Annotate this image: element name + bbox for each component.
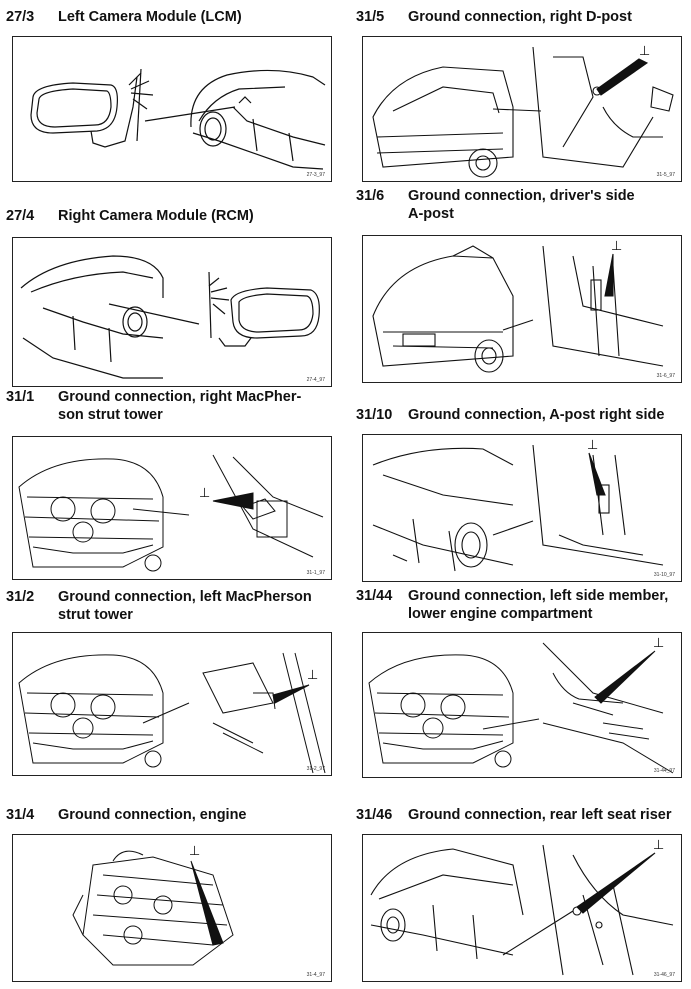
figure-code: 27-4_97 [306, 377, 325, 383]
svg-text:⊥: ⊥ [611, 239, 622, 254]
entry-title: Ground connection, engine [58, 807, 247, 823]
figure-code: 31-44_97 [653, 768, 675, 774]
entry-title-line-1: Ground connection, driver's side [408, 188, 635, 204]
figure-code: 31-5_97 [656, 172, 675, 178]
entry-title: Right Camera Module (RCM) [58, 208, 254, 224]
car-front-illustration: ⊥ [372, 239, 664, 373]
entry-title-line-1: Ground connection, left side member, [408, 588, 669, 604]
entry-27-4: 27/4 Right Camera Module (RCM) 27-4_97 [6, 207, 336, 387]
entry-title-line-1: Ground connection, right MacPher- [58, 389, 302, 405]
figure-right-d-post-ground: ⊥ 31-5_97 [362, 36, 682, 182]
entry-title-line-2: son strut tower [58, 407, 163, 423]
entry-code: 31/5 [356, 9, 385, 25]
entry-31-44: 31/44 Ground connection, left side membe… [356, 587, 688, 787]
entry-title: Left Camera Module (LCM) [58, 9, 242, 25]
entry-code: 31/10 [356, 407, 393, 423]
car-seat-illustration: ⊥ [370, 838, 674, 976]
engine-bay-illustration: ⊥ [368, 636, 674, 774]
svg-text:⊥: ⊥ [653, 838, 664, 853]
entry-code: 31/46 [356, 807, 393, 823]
engine-bay-illustration: ⊥ [18, 454, 324, 572]
entry-31-6: 31/6 Ground connection, driver's side A-… [356, 187, 688, 387]
entry-31-46: 31/46 Ground connection, rear left seat … [356, 806, 688, 986]
engine-bay-illustration: ⊥ [18, 652, 326, 774]
entry-code: 27/4 [6, 208, 35, 224]
entry-code: 27/3 [6, 9, 35, 25]
svg-text:⊥: ⊥ [189, 844, 200, 859]
car-door-illustration: ⊥ [372, 438, 664, 572]
figure-right-strut-tower-ground: ⊥ 31-1_97 [12, 436, 332, 580]
figure-a-post-right-ground: ⊥ 31-10_97 [362, 434, 682, 582]
svg-text:⊥: ⊥ [639, 44, 650, 59]
entry-title: Ground connection, A-post right side [408, 407, 665, 423]
entry-31-1: 31/1 Ground connection, right MacPher- s… [6, 388, 336, 588]
svg-text:⊥: ⊥ [653, 636, 664, 651]
entry-code: 31/1 [6, 389, 35, 405]
figure-code: 31-2_97 [306, 766, 325, 772]
entry-31-10: 31/10 Ground connection, A-post right si… [356, 406, 688, 586]
entry-title-line-2: A-post [408, 206, 454, 222]
figure-code: 31-46_97 [653, 972, 675, 978]
entry-code: 31/2 [6, 589, 35, 605]
figure-driver-a-post-ground: ⊥ 31-6_97 [362, 235, 682, 383]
figure-left-strut-tower-ground: ⊥ 31-2_97 [12, 632, 332, 776]
entry-title: Ground connection, right D-post [408, 9, 632, 25]
svg-text:⊥: ⊥ [307, 668, 318, 683]
figure-engine-ground: ⊥ 31-4_97 [12, 834, 332, 982]
figure-seat-riser-ground: ⊥ 31-46_97 [362, 834, 682, 982]
entry-code: 31/4 [6, 807, 35, 823]
svg-text:⊥: ⊥ [199, 486, 210, 501]
figure-code: 31-6_97 [656, 373, 675, 379]
figure-code: 31-10_97 [653, 572, 675, 578]
engine-illustration: ⊥ [72, 844, 234, 966]
entry-title-line-2: lower engine compartment [408, 606, 593, 622]
figure-side-member-ground: ⊥ 31-44_97 [362, 632, 682, 778]
entry-31-2: 31/2 Ground connection, left MacPherson … [6, 588, 336, 788]
entry-code: 31/44 [356, 588, 393, 604]
figure-left-camera-module: 27-3_97 [12, 36, 332, 182]
entry-title: Ground connection, rear left seat riser [408, 807, 672, 823]
car-mirror-illustration [20, 255, 320, 379]
figure-code: 31-4_97 [306, 972, 325, 978]
entry-title-line-1: Ground connection, left MacPherson [58, 589, 312, 605]
entry-27-3: 27/3 Left Camera Module (LCM) 27-3_97 [6, 8, 336, 188]
figure-right-camera-module: 27-4_97 [12, 237, 332, 387]
entry-31-4: 31/4 Ground connection, engine ⊥ 31-4_97 [6, 806, 336, 986]
svg-text:⊥: ⊥ [587, 438, 598, 453]
figure-code: 27-3_97 [306, 172, 325, 178]
entry-title-line-2: strut tower [58, 607, 133, 623]
entry-code: 31/6 [356, 188, 385, 204]
mirror-car-illustration [30, 68, 326, 170]
figure-code: 31-1_97 [306, 570, 325, 576]
car-rear-illustration: ⊥ [372, 44, 674, 178]
entry-31-5: 31/5 Ground connection, right D-post ⊥ 3… [356, 8, 688, 188]
